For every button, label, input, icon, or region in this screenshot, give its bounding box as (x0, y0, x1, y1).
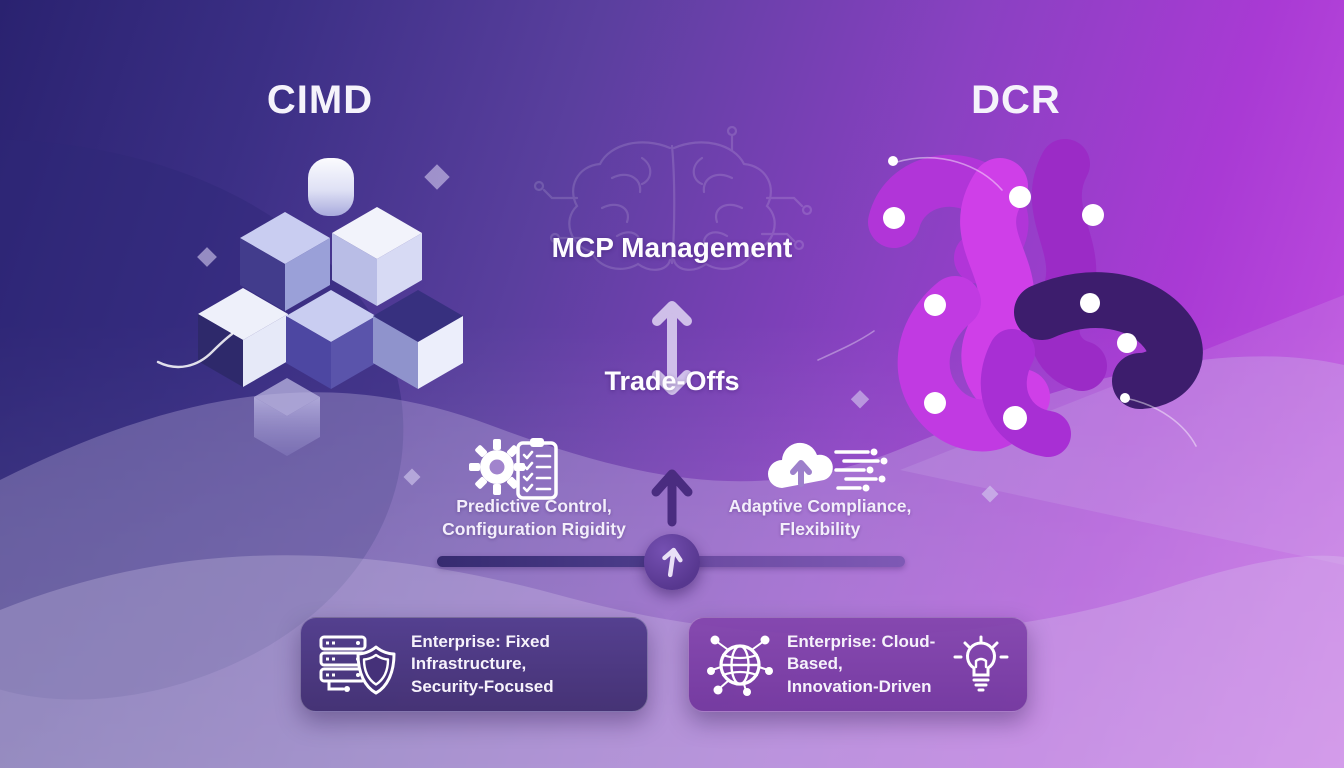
right-tradeoff-line1: Adaptive Compliance, (728, 496, 912, 516)
enterprise-card-left: Enterprise: Fixed Infrastructure, Securi… (300, 617, 648, 712)
enterprise-card-right-line1: Enterprise: Cloud-Based, (787, 631, 936, 674)
right-panel-title: DCR (971, 78, 1061, 122)
network-globe-icon (707, 635, 773, 696)
double-vertical-arrow-icon (652, 301, 692, 395)
gear-icon (469, 439, 525, 495)
server-shield-icon (319, 635, 396, 694)
fluid-network-illustration (817, 139, 1203, 457)
left-tradeoff-line2: Configuration Rigidity (442, 518, 626, 539)
left-panel-title: CIMD (266, 78, 374, 122)
enterprise-card-right-text: Enterprise: Cloud-Based, Innovation-Driv… (787, 631, 939, 698)
enterprise-card-left-text: Enterprise: Fixed Infrastructure, Securi… (411, 631, 629, 698)
data-lines-icon (834, 448, 888, 492)
left-tradeoff-line1: Predictive Control, (456, 496, 612, 516)
slider-handle-arrow-icon (662, 547, 683, 578)
tradeoff-slider-handle[interactable] (644, 534, 700, 590)
diamond-accents (197, 164, 999, 503)
center-subheading: Trade-Offs (604, 366, 740, 396)
enterprise-card-left-line1: Enterprise: Fixed Infrastructure, (411, 631, 550, 674)
enterprise-card-right-line2: Innovation-Driven (787, 676, 932, 696)
lightbulb-icon (953, 635, 1009, 691)
brain-circuit-icon (533, 125, 813, 271)
center-heading: MCP Management (551, 232, 793, 263)
enterprise-card-right: Enterprise: Cloud-Based, Innovation-Driv… (688, 617, 1028, 712)
isometric-cubes-illustration (156, 158, 463, 456)
checklist-clipboard-icon (516, 438, 558, 500)
up-arrow-icon (651, 469, 693, 527)
cloud-upload-icon (768, 442, 833, 488)
right-tradeoff-line2: Flexibility (779, 518, 861, 539)
left-tradeoff-label: Predictive Control, Configuration Rigidi… (404, 495, 664, 541)
right-tradeoff-label: Adaptive Compliance, Flexibility (690, 495, 950, 541)
enterprise-card-left-line2: Security-Focused (411, 676, 554, 696)
